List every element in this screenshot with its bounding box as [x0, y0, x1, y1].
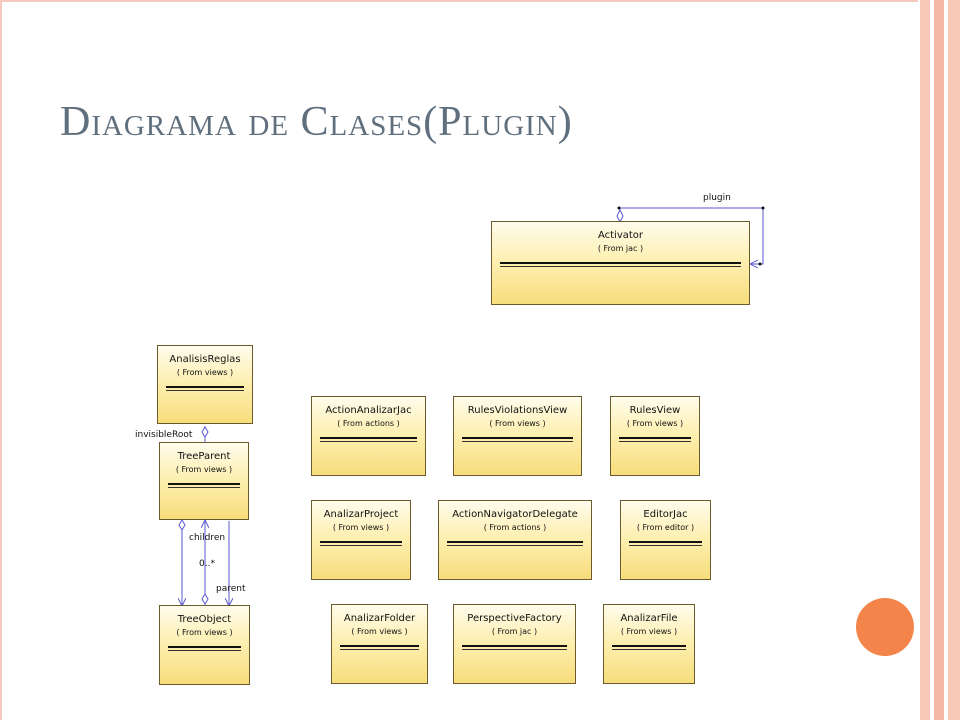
side-stripes: [918, 0, 960, 720]
children-diamond: [178, 519, 186, 531]
class-rules-violations-view: RulesViolationsView ( From views ): [453, 396, 582, 476]
plugin-diamond: [616, 208, 624, 224]
class-activator: Activator ( From jac ): [491, 221, 750, 305]
class-package: ( From views ): [332, 523, 390, 532]
plugin-dot-left: [617, 206, 621, 210]
class-operations-divider: [462, 649, 567, 650]
class-attributes-divider: [629, 541, 702, 543]
class-operations-divider: [447, 545, 583, 546]
parent-label: parent: [216, 584, 246, 594]
class-operations-divider: [340, 649, 419, 650]
class-tree-object: TreeObject ( From views ): [159, 605, 250, 685]
class-operations-divider: [462, 441, 573, 442]
class-analizar-folder: AnalizarFolder ( From views ): [331, 604, 428, 684]
plugin-dot-end: [758, 262, 762, 266]
class-name: AnalizarFolder: [343, 613, 416, 624]
class-name: ActionNavigatorDelegate: [452, 509, 578, 520]
class-name: AnalizarProject: [323, 509, 399, 520]
class-name: AnalizarFile: [620, 613, 678, 624]
class-name: EditorJac: [643, 509, 688, 520]
class-attributes-divider: [447, 541, 583, 543]
class-analizar-project: AnalizarProject ( From views ): [311, 500, 411, 580]
class-operations-divider: [320, 441, 417, 442]
class-package: ( From views ): [176, 368, 234, 377]
class-tree-parent: TreeParent ( From views ): [159, 442, 249, 520]
plugin-dot-right: [761, 206, 765, 210]
class-package: ( From actions ): [483, 523, 547, 532]
slide-frame: [0, 0, 918, 720]
accent-circle: [856, 598, 914, 656]
class-editor-jac: EditorJac ( From editor ): [620, 500, 711, 580]
class-perspective-factory: PerspectiveFactory ( From jac ): [453, 604, 576, 684]
class-package: ( From jac ): [597, 244, 644, 253]
class-attributes-divider: [340, 645, 419, 647]
class-package: ( From views ): [175, 465, 233, 474]
class-name: TreeParent: [177, 451, 231, 462]
class-rules-view: RulesView ( From views ): [610, 396, 700, 476]
class-package: ( From views ): [176, 628, 233, 637]
class-name: ActionAnalizarJac: [325, 405, 412, 416]
class-operations-divider: [500, 266, 741, 267]
class-name: Activator: [597, 230, 644, 241]
class-name: TreeObject: [177, 614, 232, 625]
class-attributes-divider: [166, 386, 244, 388]
class-operations-divider: [168, 487, 240, 488]
class-name: RulesViolationsView: [467, 405, 568, 416]
class-attributes-divider: [619, 437, 691, 439]
class-attributes-divider: [500, 262, 741, 264]
class-name: RulesView: [629, 405, 681, 416]
slide-title: Diagrama de Clases(Plugin): [60, 99, 573, 145]
class-attributes-divider: [612, 645, 686, 647]
class-action-navigator-delegate: ActionNavigatorDelegate ( From actions ): [438, 500, 592, 580]
class-operations-divider: [168, 650, 241, 651]
class-attributes-divider: [168, 646, 241, 648]
class-package: ( From views ): [489, 419, 546, 428]
class-operations-divider: [320, 545, 402, 546]
class-operations-divider: [619, 441, 691, 442]
class-action-analizar-jac: ActionAnalizarJac ( From actions ): [311, 396, 426, 476]
class-attributes-divider: [320, 541, 402, 543]
class-package: ( From views ): [620, 627, 678, 636]
plugin-label: plugin: [703, 193, 731, 203]
invisible-root-label: invisibleRoot: [135, 430, 193, 440]
class-attributes-divider: [168, 483, 240, 485]
diagram-links: [0, 206, 765, 720]
class-operations-divider: [612, 649, 686, 650]
class-package: ( From actions ): [337, 419, 400, 428]
class-package: ( From editor ): [636, 523, 695, 532]
class-operations-divider: [629, 545, 702, 546]
class-analizar-file: AnalizarFile ( From views ): [603, 604, 695, 684]
class-package: ( From jac ): [491, 627, 538, 636]
class-name: PerspectiveFactory: [467, 613, 562, 624]
children-label: children: [189, 533, 226, 543]
class-operations-divider: [166, 390, 244, 391]
aggregation-diamond: [201, 593, 209, 605]
class-name: AnalisisReglas: [169, 354, 241, 365]
class-package: ( From views ): [351, 627, 408, 636]
class-analisis-reglas: AnalisisReglas ( From views ): [157, 345, 253, 424]
multiplicity-label: 0..*: [199, 559, 215, 569]
class-attributes-divider: [462, 437, 573, 439]
invisible-root-diamond: [201, 426, 209, 438]
class-package: ( From views ): [626, 419, 684, 428]
class-attributes-divider: [320, 437, 417, 439]
class-attributes-divider: [462, 645, 567, 647]
